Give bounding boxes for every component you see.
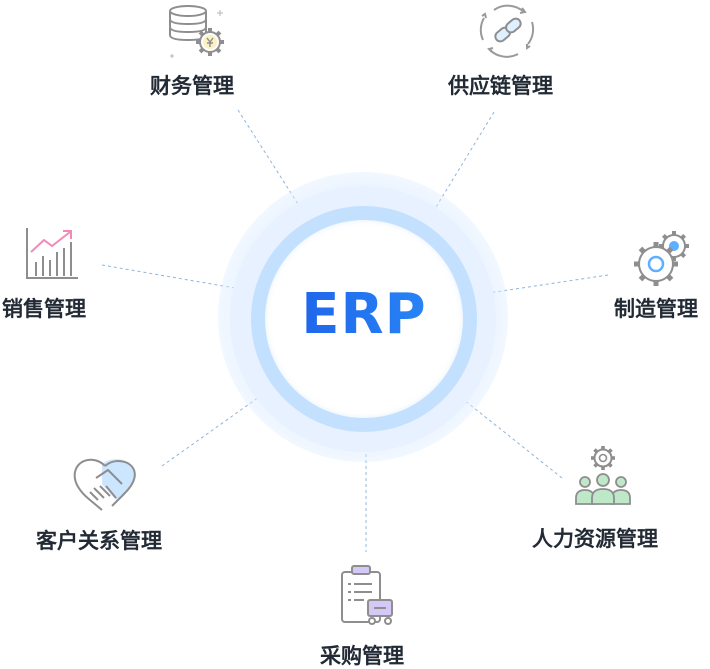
team-gear-icon xyxy=(575,446,631,505)
connector-crm xyxy=(161,379,284,467)
gears-icon xyxy=(634,231,689,286)
connector-manufacturing xyxy=(461,274,609,298)
clipboard-cart-icon xyxy=(341,565,393,625)
module-label-supply-chain: 供应链管理 xyxy=(448,74,553,98)
connector-sales xyxy=(101,264,259,293)
chain-link-cycle-icon xyxy=(479,4,535,58)
handshake-icon xyxy=(73,458,136,511)
module-label-procurement: 采购管理 xyxy=(320,644,404,668)
hub-center xyxy=(265,220,463,418)
module-label-sales: 销售管理 xyxy=(2,297,86,321)
hub-label: ERP xyxy=(265,282,463,348)
module-label-manufacturing: 制造管理 xyxy=(614,297,698,321)
database-gear-yuan-icon xyxy=(169,5,224,58)
module-label-hr: 人力资源管理 xyxy=(532,527,658,551)
module-label-crm: 客户关系管理 xyxy=(36,529,162,553)
bar-chart-trend-icon xyxy=(26,228,78,279)
module-label-finance: 财务管理 xyxy=(150,74,234,98)
